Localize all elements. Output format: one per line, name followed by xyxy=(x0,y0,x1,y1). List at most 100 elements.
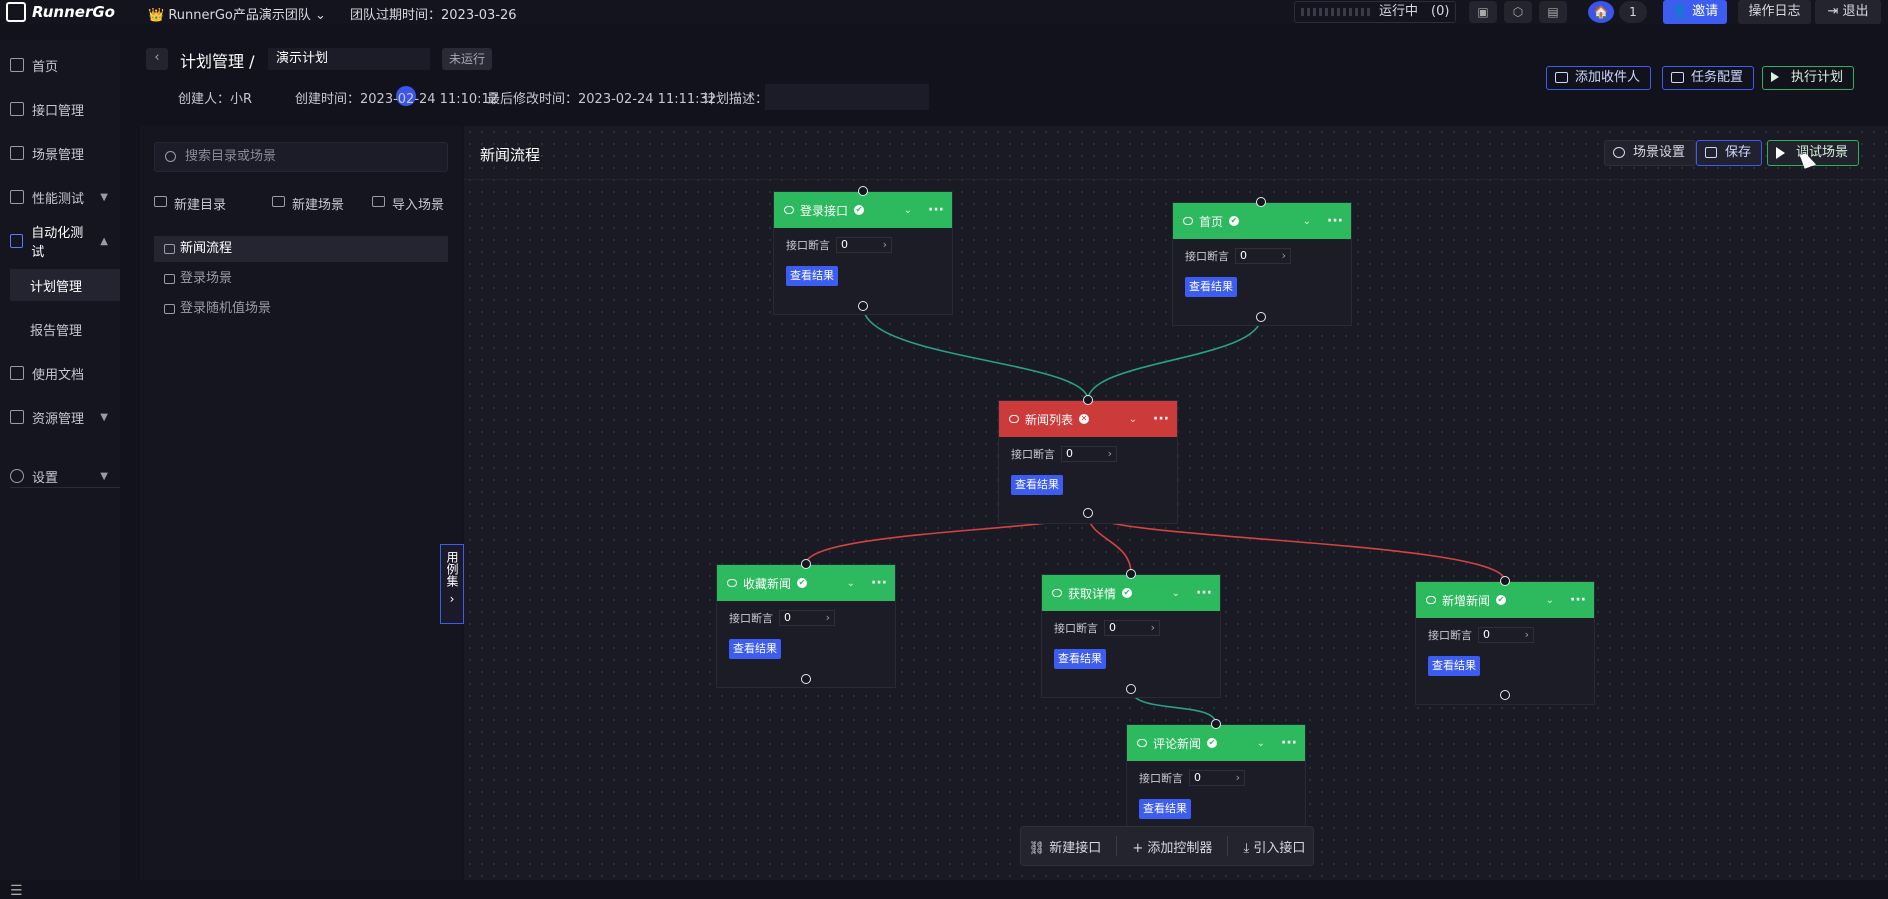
running-status[interactable]: 运行中 (0) xyxy=(1294,1,1456,23)
node-port[interactable] xyxy=(801,674,811,684)
chevron-down-icon[interactable]: ⌄ xyxy=(1128,413,1138,425)
chevron-down-icon[interactable]: ⌄ xyxy=(1302,215,1312,227)
node-port[interactable] xyxy=(1256,197,1266,207)
sidebar-divider xyxy=(10,487,120,488)
view-result-button[interactable]: 查看结果 xyxy=(1139,799,1191,819)
node-port[interactable] xyxy=(1126,684,1136,694)
more-icon[interactable]: ··· xyxy=(1327,213,1343,229)
node-header[interactable]: 首页✔⌄··· xyxy=(1173,203,1351,239)
chevron-down-icon[interactable]: ⌄ xyxy=(903,204,913,216)
view-result-button[interactable]: 查看结果 xyxy=(1428,656,1480,676)
more-icon[interactable]: ··· xyxy=(928,202,944,218)
team-switcher[interactable]: 👑 RunnerGo产品演示团队 ⌄ xyxy=(148,8,326,23)
node-port[interactable] xyxy=(1083,395,1093,405)
import-api-button[interactable]: ⤓ 引入接口 xyxy=(1243,840,1306,856)
tree-item[interactable]: 新闻流程 xyxy=(154,236,448,262)
assert-count[interactable]: 0 xyxy=(836,237,892,253)
member-count[interactable]: 1 xyxy=(1619,1,1647,23)
sidebar-item-plan[interactable]: 计划管理 xyxy=(10,269,120,301)
sidebar-item-api[interactable]: 接口管理 xyxy=(0,93,120,125)
operation-log-button[interactable]: 操作日志 xyxy=(1738,0,1811,24)
task-config-button[interactable]: 任务配置 xyxy=(1662,66,1755,90)
sidebar-item-settings[interactable]: 设置▼ xyxy=(0,460,120,492)
assert-count[interactable]: 0 xyxy=(1104,620,1160,636)
node-port[interactable] xyxy=(1126,569,1136,579)
node-header[interactable]: 评论新闻✔⌄··· xyxy=(1127,725,1305,761)
assert-count[interactable]: 0 xyxy=(1189,770,1245,786)
app-logo[interactable]: RunnerGo xyxy=(6,2,115,22)
chevron-down-icon[interactable]: ⌄ xyxy=(846,577,856,589)
check-icon: ✔ xyxy=(1229,216,1240,226)
api-node[interactable]: 新闻列表✕⌄··· 接口断言0查看结果 xyxy=(998,400,1178,524)
more-icon[interactable]: ··· xyxy=(1281,735,1297,751)
add-recipient-button[interactable]: 添加收件人 xyxy=(1546,66,1652,90)
add-controller-button[interactable]: + 添加控制器 xyxy=(1132,840,1213,856)
api-node[interactable]: 获取详情✔⌄··· 接口断言0查看结果 xyxy=(1041,574,1221,698)
node-port[interactable] xyxy=(1211,719,1221,729)
case-set-tab[interactable]: 用例集› xyxy=(440,544,464,624)
view-result-button[interactable]: 查看结果 xyxy=(1011,475,1063,495)
node-header[interactable]: 获取详情✔⌄··· xyxy=(1042,575,1220,611)
assert-count[interactable]: 0 xyxy=(1061,446,1117,462)
scene-settings-button[interactable]: 场景设置 xyxy=(1604,140,1697,166)
assert-count[interactable]: 0 xyxy=(1478,627,1534,643)
node-header[interactable]: 登录接口✔⌄··· xyxy=(774,192,952,228)
node-port[interactable] xyxy=(858,186,868,196)
box-icon[interactable]: ⬡ xyxy=(1504,1,1532,23)
doc-icon[interactable]: ▤ xyxy=(1539,1,1567,23)
sidebar-item-docs[interactable]: 使用文档 xyxy=(0,357,120,389)
invite-button[interactable]: 👤 邀请 xyxy=(1663,0,1727,24)
back-button[interactable]: ‹ xyxy=(146,48,168,70)
node-port[interactable] xyxy=(1083,508,1093,518)
api-node[interactable]: 登录接口✔⌄··· 接口断言0查看结果 xyxy=(773,191,953,315)
chevron-down-icon[interactable]: ⌄ xyxy=(1545,594,1555,606)
execute-plan-button[interactable]: 执行计划 xyxy=(1762,66,1855,90)
api-node[interactable]: 新增新闻✔⌄··· 接口断言0查看结果 xyxy=(1415,581,1595,705)
more-icon[interactable]: ··· xyxy=(1153,411,1169,427)
more-icon[interactable]: ··· xyxy=(1196,585,1212,601)
assert-count[interactable]: 0 xyxy=(779,610,835,626)
assert-count[interactable]: 0 xyxy=(1235,248,1291,264)
debug-scene-button[interactable]: 调试场景 xyxy=(1767,140,1860,166)
import-scene-button[interactable]: 导入场景 xyxy=(372,194,444,213)
node-port[interactable] xyxy=(1500,576,1510,586)
api-node[interactable]: 收藏新闻✔⌄··· 接口断言0查看结果 xyxy=(716,564,896,688)
node-header[interactable]: 新闻列表✕⌄··· xyxy=(999,401,1177,437)
more-icon[interactable]: ··· xyxy=(871,575,887,591)
sidebar-item-scene[interactable]: 场景管理 xyxy=(0,137,120,169)
canvas-header: 新闻流程 场景设置 保存 调试场景 xyxy=(464,126,1888,180)
chevron-down-icon[interactable]: ⌄ xyxy=(1171,587,1181,599)
chevron-down-icon[interactable]: ⌄ xyxy=(1256,737,1266,749)
node-port[interactable] xyxy=(858,301,868,311)
plan-name-field[interactable]: 演示计划 xyxy=(268,48,430,70)
sidebar-item-automation[interactable]: 自动化测试▲ xyxy=(0,225,120,260)
api-node[interactable]: 首页✔⌄··· 接口断言0查看结果 xyxy=(1172,202,1352,326)
view-result-button[interactable]: 查看结果 xyxy=(729,639,781,659)
new-api-button[interactable]: ⛓ 新建接口 xyxy=(1028,840,1102,856)
sidebar-item-home[interactable]: 首页 xyxy=(0,49,120,81)
monitor-icon[interactable]: ▣ xyxy=(1469,1,1497,23)
sidebar-item-report[interactable]: 报告管理 xyxy=(30,323,83,339)
save-button[interactable]: 保存 xyxy=(1696,140,1763,166)
view-result-button[interactable]: 查看结果 xyxy=(1185,277,1237,297)
sidebar-item-resources[interactable]: 资源管理▼ xyxy=(0,401,120,433)
avatar[interactable]: 🏠 xyxy=(1588,1,1614,23)
logout-button[interactable]: ⇥ 退出 xyxy=(1815,0,1881,24)
node-header[interactable]: 收藏新闻✔⌄··· xyxy=(717,565,895,601)
node-header[interactable]: 新增新闻✔⌄··· xyxy=(1416,582,1594,618)
description-field[interactable] xyxy=(765,84,929,110)
node-port[interactable] xyxy=(1256,312,1266,322)
new-folder-button[interactable]: 新建目录 xyxy=(154,194,226,213)
search-input[interactable]: 搜索目录或场景 xyxy=(154,142,448,172)
view-result-button[interactable]: 查看结果 xyxy=(786,266,838,286)
collapse-menu-icon[interactable]: ☰ xyxy=(10,883,23,899)
sidebar-item-performance[interactable]: 性能测试▼ xyxy=(0,181,120,213)
node-port[interactable] xyxy=(1500,690,1510,700)
new-scene-button[interactable]: 新建场景 xyxy=(272,194,344,213)
tree-item[interactable]: 登录场景 xyxy=(154,266,448,292)
view-result-button[interactable]: 查看结果 xyxy=(1054,649,1106,669)
breadcrumb[interactable]: 计划管理 / xyxy=(180,52,255,71)
node-port[interactable] xyxy=(801,559,811,569)
tree-item[interactable]: 登录随机值场景 xyxy=(154,296,448,322)
more-icon[interactable]: ··· xyxy=(1570,592,1586,608)
